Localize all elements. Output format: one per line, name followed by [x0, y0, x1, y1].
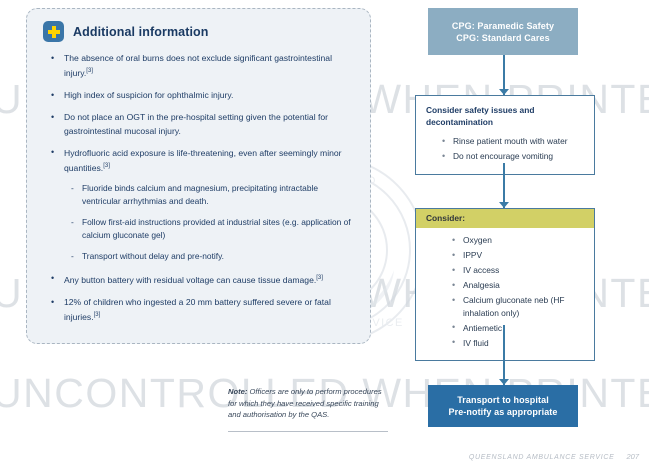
- list-item: Hydrofluoric acid exposure is life-threa…: [51, 146, 356, 263]
- note-label: Note:: [228, 387, 248, 396]
- flow-box-consider[interactable]: Consider: Oxygen IPPV IV access Analgesi…: [415, 208, 595, 361]
- flow-connector-2: [503, 163, 505, 208]
- flow-box-cpg-line-2: CPG: Standard Cares: [456, 32, 550, 43]
- flow-box-safety-title: Consider safety issues and decontaminati…: [426, 105, 535, 127]
- reference-marker: [3]: [316, 275, 323, 282]
- additional-information-panel: Additional information The absence of or…: [26, 8, 371, 344]
- list-item: High index of suspicion for ophthalmic i…: [51, 89, 356, 102]
- list-item: Calcium gluconate neb (HF inhalation onl…: [452, 294, 588, 319]
- list-item: Do not place an OGT in the pre-hospital …: [51, 111, 356, 137]
- flow-arrow-3-icon: [499, 379, 509, 385]
- list-item: IV fluid: [452, 336, 588, 350]
- information-bullet-list: The absence of oral burns does not exclu…: [51, 51, 356, 324]
- note-divider: [228, 430, 388, 432]
- bullet-text: 12% of children who ingested a 20 mm bat…: [64, 297, 331, 323]
- list-item: Any button battery with residual voltage…: [51, 272, 356, 287]
- flow-box-consider-list: Oxygen IPPV IV access Analgesia Calcium …: [452, 234, 588, 349]
- list-item: Antiemetic: [452, 321, 588, 335]
- page-title: Additional information: [73, 24, 209, 39]
- list-item: The absence of oral burns does not exclu…: [51, 51, 356, 80]
- sub-list-item: Fluoride binds calcium and magnesium, pr…: [70, 182, 356, 208]
- clinical-flowchart: CPG: Paramedic Safety CPG: Standard Care…: [404, 0, 649, 465]
- flow-box-safety[interactable]: Consider safety issues and decontaminati…: [415, 95, 595, 175]
- note-block: Note: Officers are only to perform proce…: [228, 386, 388, 432]
- flow-box-cpg[interactable]: CPG: Paramedic Safety CPG: Standard Care…: [428, 8, 578, 55]
- list-item: Oxygen: [452, 234, 588, 247]
- bullet-text: Hydrofluoric acid exposure is life-threa…: [64, 147, 342, 173]
- reference-marker: [3]: [93, 312, 101, 319]
- flow-arrow-1-icon: [499, 89, 509, 95]
- note-body: Officers are only to perform procedures …: [228, 387, 382, 420]
- list-item: Rinse patient mouth with water: [442, 135, 586, 148]
- flow-box-transport-line-1: Transport to hospital: [457, 395, 549, 405]
- footer-page-number: 207: [626, 452, 639, 461]
- sub-list-item: Transport without delay and pre-notify.: [70, 250, 356, 263]
- flow-box-transport-line-2: Pre-notify as appropriate: [448, 407, 558, 417]
- sub-bullet-list: Fluoride binds calcium and magnesium, pr…: [70, 182, 356, 263]
- footer-organisation: QUEENSLAND AMBULANCE SERVICE: [468, 454, 615, 461]
- page-footer: QUEENSLAND AMBULANCE SERVICE 207: [469, 452, 639, 461]
- list-item: Do not encourage vomiting: [442, 150, 586, 163]
- list-item: IPPV: [452, 249, 588, 262]
- flow-box-safety-list: Rinse patient mouth with water Do not en…: [442, 135, 586, 163]
- reference-marker: [3]: [103, 163, 110, 170]
- sub-list-item: Follow first-aid instructions provided a…: [70, 216, 356, 242]
- reference-marker: [3]: [86, 68, 93, 75]
- bullet-text: High index of suspicion for ophthalmic i…: [64, 90, 234, 101]
- flow-arrow-2-icon: [499, 202, 509, 208]
- list-item: 12% of children who ingested a 20 mm bat…: [51, 296, 356, 324]
- flow-box-consider-header: Consider:: [416, 209, 594, 228]
- note-text: Note: Officers are only to perform proce…: [228, 386, 388, 421]
- bullet-text: Any button battery with residual voltage…: [64, 275, 317, 285]
- flow-connector-3: [503, 325, 505, 385]
- bullet-text: The absence of oral burns does not exclu…: [64, 53, 333, 79]
- list-item: IV access: [452, 264, 588, 277]
- panel-header: Additional information: [43, 21, 356, 42]
- flow-box-transport[interactable]: Transport to hospital Pre-notify as appr…: [428, 385, 578, 427]
- list-item: Analgesia: [452, 279, 588, 292]
- plus-icon: [43, 21, 64, 42]
- bullet-text: Do not place an OGT in the pre-hospital …: [64, 112, 329, 136]
- flow-box-cpg-line-1: CPG: Paramedic Safety: [451, 20, 555, 31]
- flow-connector-1: [503, 55, 505, 95]
- flow-box-consider-body: Oxygen IPPV IV access Analgesia Calcium …: [416, 228, 594, 360]
